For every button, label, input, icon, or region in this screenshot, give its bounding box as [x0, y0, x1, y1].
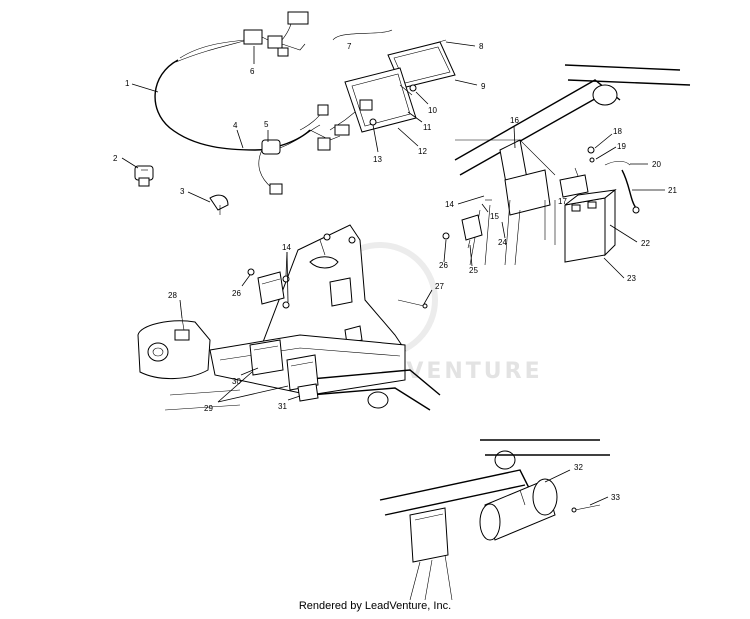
callout-1: 1: [125, 79, 130, 88]
callout-16: 16: [510, 116, 519, 125]
callout-19: 19: [617, 142, 626, 151]
callout-7: 7: [347, 42, 352, 51]
credit-text: Rendered by LeadVenture, Inc.: [298, 600, 452, 612]
callout-10: 10: [428, 106, 437, 115]
callout-33: 33: [611, 493, 620, 502]
callout-24: 24: [498, 238, 507, 247]
bracket-part-3: [209, 194, 229, 215]
callout-4: 4: [233, 121, 238, 130]
switch-part-2: [134, 165, 154, 187]
callout-8: 8: [479, 42, 484, 51]
callout-22: 22: [641, 239, 650, 248]
callout-14: 14: [445, 200, 454, 209]
callout-13: 13: [373, 155, 382, 164]
callout-labels: 1 2 3 4 5 6 7 8 9 10 11 12 13 14 15 16 1…: [113, 41, 677, 506]
callout-12: 12: [418, 147, 427, 156]
callout-3: 3: [180, 187, 185, 196]
callout-30: 30: [232, 377, 241, 386]
callout-29: 29: [204, 404, 213, 413]
starter-motor-area: [379, 439, 610, 601]
frame-battery-area: [442, 64, 691, 266]
callout-18: 18: [613, 127, 622, 136]
callout-6: 6: [250, 67, 255, 76]
tail-light-assembly: [332, 29, 456, 133]
main-frame-plate: [137, 224, 441, 411]
callout-28: 28: [168, 291, 177, 300]
callout-21: 21: [668, 186, 677, 195]
callout-5: 5: [264, 120, 269, 129]
callout-2: 2: [113, 154, 118, 163]
callout-27: 27: [435, 282, 444, 291]
callout-15: 15: [490, 212, 499, 221]
callout-25: 25: [469, 266, 478, 275]
callout-20: 20: [652, 160, 661, 169]
callout-26-coil: 26: [232, 289, 241, 298]
callout-23: 23: [627, 274, 636, 283]
callout-14-coil: 14: [282, 243, 291, 252]
wire-harness: [154, 11, 356, 195]
callout-26: 26: [439, 261, 448, 270]
callout-17: 17: [558, 197, 567, 206]
callout-32: 32: [574, 463, 583, 472]
callout-9: 9: [481, 82, 486, 91]
callout-31: 31: [278, 402, 287, 411]
callout-11: 11: [423, 123, 432, 132]
